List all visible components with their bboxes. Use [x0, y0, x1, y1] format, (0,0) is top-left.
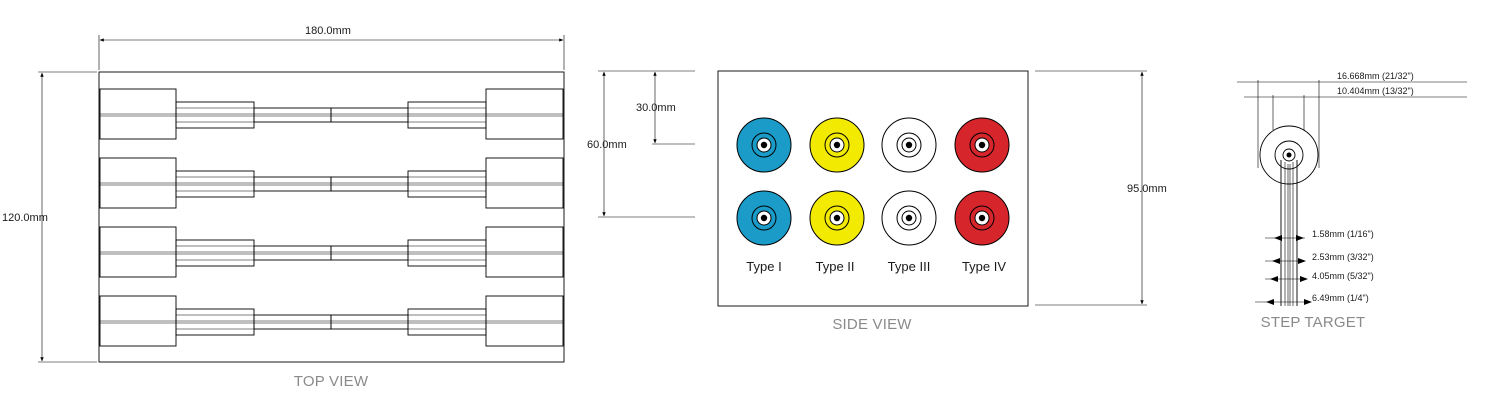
target-center — [833, 214, 841, 222]
target-ring — [969, 205, 995, 231]
outer-diameter-label: 16.668mm (21/32") — [1337, 71, 1414, 81]
target-center — [978, 141, 986, 149]
target-type-1-top — [736, 117, 792, 173]
step-head-center — [1286, 152, 1292, 158]
target-ring — [824, 132, 850, 158]
step-2-label: 2.53mm (3/32") — [1312, 252, 1374, 262]
step-1-label: 1.58mm (1/16") — [1312, 229, 1374, 239]
top-view-rows — [99, 88, 564, 347]
holder-left-collar — [175, 170, 255, 198]
target-ring — [751, 205, 777, 231]
step-head-outer — [1259, 125, 1319, 185]
target-ring — [896, 205, 922, 231]
target-type-2-top — [809, 117, 865, 173]
step-4-label: 6.49mm (1/4") — [1312, 293, 1369, 303]
target-center — [978, 214, 986, 222]
holder-rod-left — [253, 176, 332, 192]
holder-left-collar — [175, 308, 255, 336]
holder-rod-left — [253, 314, 332, 330]
holder-left-collar — [175, 239, 255, 267]
side-view-frame — [717, 70, 1029, 307]
holder-right-collar — [407, 170, 487, 198]
target-type-4-bottom — [954, 190, 1010, 246]
holder-rod-left — [253, 245, 332, 261]
step-3-arrows — [1270, 276, 1308, 282]
target-type-3-top — [881, 117, 937, 173]
type-1-label: Type I — [746, 259, 781, 274]
side-outer-label: 60.0mm — [587, 139, 627, 151]
holder-rod-right — [330, 245, 409, 261]
target-type-1-bottom — [736, 190, 792, 246]
side-height-label: 95.0mm — [1127, 183, 1167, 195]
top-view-height-label: 120.0mm — [2, 212, 48, 224]
type-2-label: Type II — [815, 259, 854, 274]
target-ring — [969, 132, 995, 158]
step-head-inner — [1274, 140, 1304, 170]
side-spacing-label: 30.0mm — [636, 102, 676, 114]
type-4-label: Type IV — [962, 259, 1006, 274]
top-view-width-label: 180.0mm — [305, 25, 351, 37]
target-ring — [751, 132, 777, 158]
target-ring — [824, 205, 850, 231]
target-center — [905, 141, 913, 149]
holder-right-collar — [407, 308, 487, 336]
target-center — [760, 214, 768, 222]
holder-rod-right — [330, 107, 409, 123]
holder-rod-right — [330, 314, 409, 330]
top-view-caption: TOP VIEW — [294, 373, 369, 390]
step-target-caption: STEP TARGET — [1261, 314, 1366, 331]
step-1-arrows — [1274, 235, 1304, 241]
holder-rod-right — [330, 176, 409, 192]
top-view-frame — [98, 71, 565, 363]
top-view: 180.0mm 120.0mm TOP VIEW — [2, 25, 565, 390]
side-view-caption: SIDE VIEW — [832, 316, 912, 333]
target-ring — [896, 132, 922, 158]
step-3-label: 4.05mm (5/32") — [1312, 271, 1374, 281]
holder-right-collar — [407, 101, 487, 129]
step-target: 16.668mm (21/32") 10.404mm (13/32") 1.58… — [1237, 71, 1467, 331]
holder-right-collar — [407, 239, 487, 267]
step-2-arrows — [1272, 258, 1306, 264]
target-type-4-top — [954, 117, 1010, 173]
target-center — [760, 141, 768, 149]
target-center — [833, 141, 841, 149]
target-center — [905, 214, 913, 222]
type-3-label: Type III — [888, 259, 931, 274]
step-head-bore — [1282, 148, 1296, 162]
target-type-3-bottom — [881, 190, 937, 246]
holder-rod-left — [253, 107, 332, 123]
side-view: 30.0mm 60.0mm 95.0mm — [587, 70, 1167, 333]
inner-diameter-label: 10.404mm (13/32") — [1337, 86, 1414, 96]
holder-left-collar — [175, 101, 255, 129]
target-type-2-bottom — [809, 190, 865, 246]
